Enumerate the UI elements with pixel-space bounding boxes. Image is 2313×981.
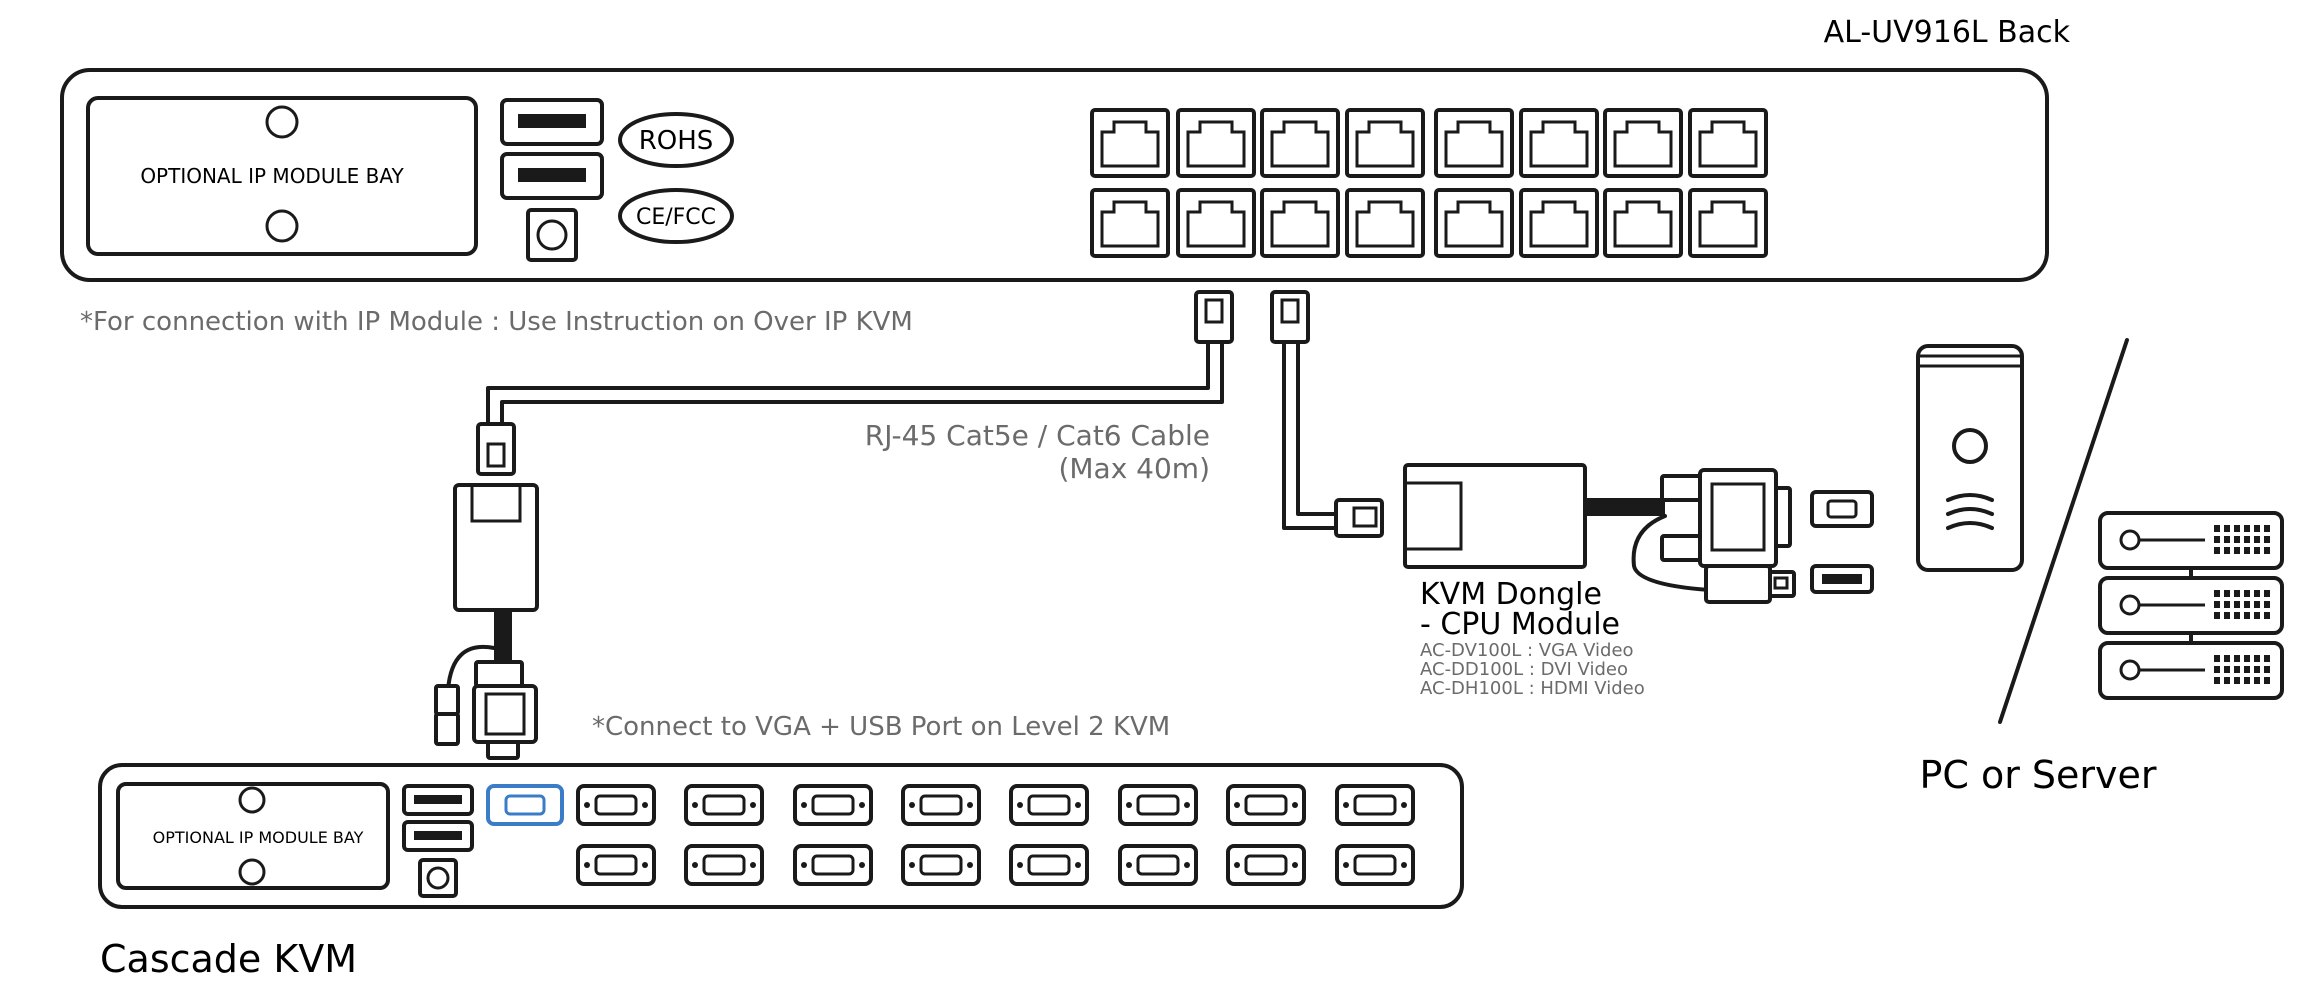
rj45-port-icon (1688, 108, 1768, 178)
cascade-vga-port-bank (576, 784, 1415, 886)
server-unit-icon (2098, 641, 2284, 700)
cable-label-line2: (Max 40m) (1058, 452, 1210, 485)
cascade-adapter (434, 483, 539, 760)
cascade-vga-port-icon (1118, 844, 1198, 886)
rohs-badge-label: ROHS (639, 126, 714, 156)
rj45-port-icon (1603, 188, 1683, 258)
cascade-vga-port-icon (1118, 784, 1198, 826)
cascade-vga-port-icon (901, 784, 981, 826)
pc-tower-icon (1916, 344, 2024, 572)
cascade-vga-port-icon (793, 784, 873, 826)
rj45-port-icon (1090, 108, 1170, 178)
usb-port-icon (500, 152, 604, 200)
usb-port-icon (500, 98, 604, 146)
main-kvm-unit: OPTIONAL IP MODULE BAY ROHS CE/FCC (60, 68, 2049, 282)
cascade-vga-port-icon (793, 844, 873, 886)
pc-vga-port-icon (1810, 490, 1874, 528)
cascade-kvm-unit: OPTIONAL IP MODULE BAY (98, 763, 1464, 909)
pc-usb-port-icon (1810, 564, 1874, 594)
cascade-vga-port-icon (684, 844, 764, 886)
dongle-model-hdmi: AC-DH100L : HDMI Video (1420, 678, 1645, 699)
rj45-port-icon (1345, 108, 1425, 178)
dongle-title-line1: KVM Dongle (1420, 577, 1602, 612)
dongle-title-line2: - CPU Module (1420, 607, 1620, 642)
cable-label-line1: RJ-45 Cat5e / Cat6 Cable (865, 419, 1210, 452)
rj45-port-icon (1519, 108, 1599, 178)
ce-fcc-badge: CE/FCC (618, 188, 734, 244)
cascade-note: *Connect to VGA + USB Port on Level 2 KV… (592, 712, 1170, 742)
rj45-port-icon (1519, 188, 1599, 258)
server-unit-icon (2098, 511, 2284, 570)
rj45-port-icon (1603, 108, 1683, 178)
rj45-port-icon (1434, 188, 1514, 258)
dongle-model-dvi: AC-DD100L : DVI Video (1420, 659, 1628, 680)
server-unit-icon (2098, 576, 2284, 635)
cascade-power-button-icon (418, 858, 458, 898)
cascade-vga-port-icon (901, 844, 981, 886)
ip-module-bay-label: OPTIONAL IP MODULE BAY (140, 164, 404, 188)
rj45-port-bank (1090, 108, 1768, 258)
cascade-ip-module-bay: OPTIONAL IP MODULE BAY (116, 782, 390, 890)
diagram-title: AL-UV916L Back (1824, 15, 2071, 50)
or-divider (1998, 338, 2129, 724)
cascade-kvm-label: Cascade KVM (100, 937, 357, 981)
server-rack-icon (2098, 511, 2284, 700)
cascade-vga-port-icon (1335, 784, 1415, 826)
cascade-vga-port-icon (576, 844, 656, 886)
cascade-ip-module-bay-label: OPTIONAL IP MODULE BAY (153, 828, 364, 847)
rj45-port-icon (1434, 108, 1514, 178)
cascade-vga-port-icon (1335, 844, 1415, 886)
rj45-port-icon (1345, 188, 1425, 258)
kvm-dongle (1403, 463, 1796, 604)
cascade-vga-port-icon (1226, 844, 1306, 886)
rj45-cable-to-dongle (1270, 290, 1384, 538)
ip-module-bay: OPTIONAL IP MODULE BAY (86, 96, 478, 256)
rj45-port-icon (1176, 188, 1256, 258)
cascade-usb-port-icon (402, 820, 474, 852)
rj45-port-icon (1176, 108, 1256, 178)
rohs-badge: ROHS (618, 112, 734, 168)
ce-fcc-badge-label: CE/FCC (636, 205, 716, 230)
rj45-port-icon (1090, 188, 1170, 258)
cascade-vga-port-icon (684, 784, 764, 826)
cascade-vga-input-port-highlighted (486, 784, 564, 826)
cascade-vga-port-icon (1009, 844, 1089, 886)
rj45-cable-to-cascade (476, 290, 1234, 476)
rj45-port-icon (1260, 188, 1340, 258)
cascade-usb-port-icon (402, 784, 474, 816)
rj45-port-icon (1260, 108, 1340, 178)
ip-module-note: *For connection with IP Module : Use Ins… (80, 307, 913, 337)
pc-server-label: PC or Server (1919, 753, 2156, 797)
cascade-vga-port-icon (1226, 784, 1306, 826)
power-button-icon (526, 208, 578, 262)
cascade-vga-port-icon (576, 784, 656, 826)
cascade-vga-port-icon (1009, 784, 1089, 826)
dongle-model-vga: AC-DV100L : VGA Video (1420, 640, 1634, 661)
rj45-port-icon (1688, 188, 1768, 258)
